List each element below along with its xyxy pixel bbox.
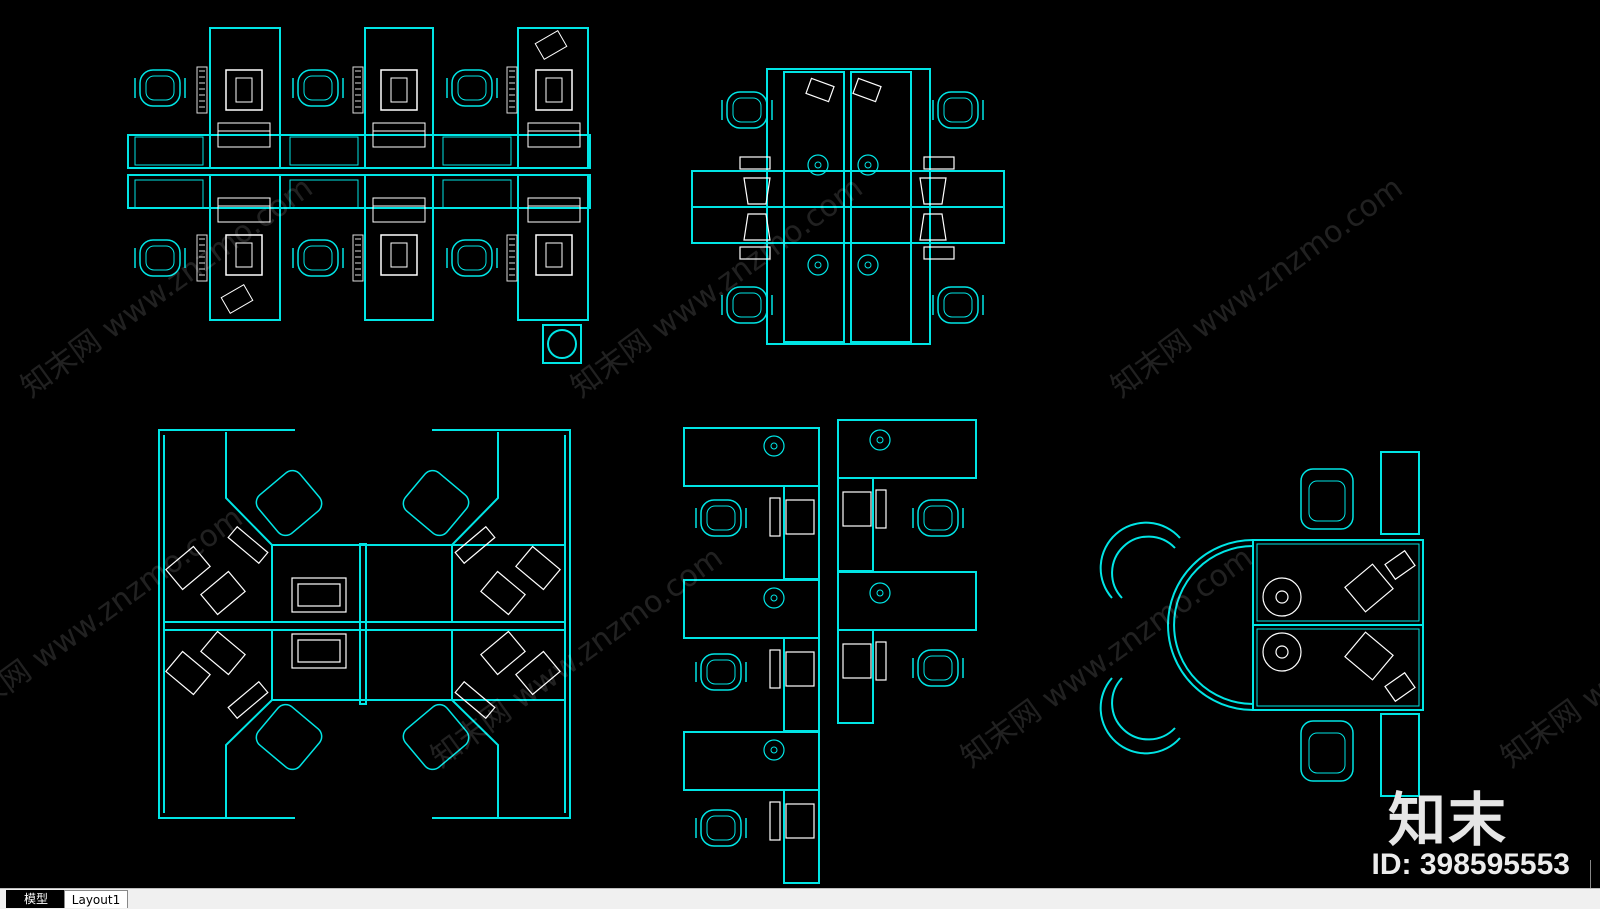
scrollbar[interactable] — [1590, 860, 1597, 888]
drawing-id-label: ID: 398595553 — [1371, 848, 1571, 881]
layout-tab-bar: 模型 Layout1 — [0, 888, 1600, 909]
brand-logo: 知末 — [1387, 786, 1508, 854]
office-workstation-plans — [127, 27, 1424, 884]
tab-model[interactable]: 模型 — [6, 890, 66, 908]
cad-drawing-canvas[interactable]: 知末网 www.znzmo.com 知末网 www.znzmo.com 知末网 … — [0, 0, 1600, 888]
tab-layout1[interactable]: Layout1 — [64, 890, 128, 908]
